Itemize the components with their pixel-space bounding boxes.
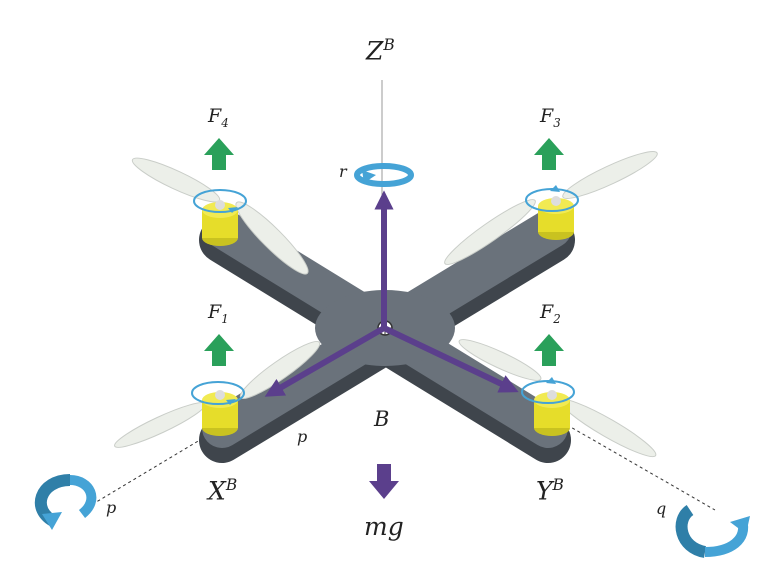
force-f3-label: F3 [540,105,561,130]
force-f2-label: F2 [540,301,561,326]
body-axes [264,190,519,397]
thrust-3-up-arrow-icon [534,138,564,170]
x-axis-arrow [264,325,386,397]
pitch-rotation-icon [675,505,750,558]
thrust-1-up-arrow-icon [204,334,234,366]
motor-2 [534,390,570,436]
thrust-4-up-arrow-icon [204,138,234,170]
motor-1 [202,390,238,436]
rotor-1-spin-icon [191,381,245,405]
rotor-4-spin-icon [193,189,247,213]
motor-4 [202,200,238,246]
roll-rotation-icon [34,474,97,530]
roll-rate-near-label: p [297,427,308,446]
motor-3 [538,196,574,240]
z-axis-label: ZB [366,36,395,66]
motors [202,196,574,436]
gravity-down-arrow-icon [369,464,399,499]
thrust-arrows [204,138,564,366]
pitch-rate-label: q [656,499,667,518]
y-axis-arrow [382,325,519,393]
y-axis-label: YB [536,476,564,506]
thrust-2-up-arrow-icon [534,334,564,366]
yaw-rate-label: r [339,162,347,181]
x-axis-label: XB [208,476,238,506]
propellers [114,151,658,458]
roll-rate-far-label: p [106,498,117,517]
force-f1-label: F1 [208,301,229,326]
gravity-label: mg [364,512,404,541]
force-f4-label: F4 [208,105,229,130]
yaw-rotation-icon [354,163,414,187]
body-frame-label: B [374,407,390,431]
